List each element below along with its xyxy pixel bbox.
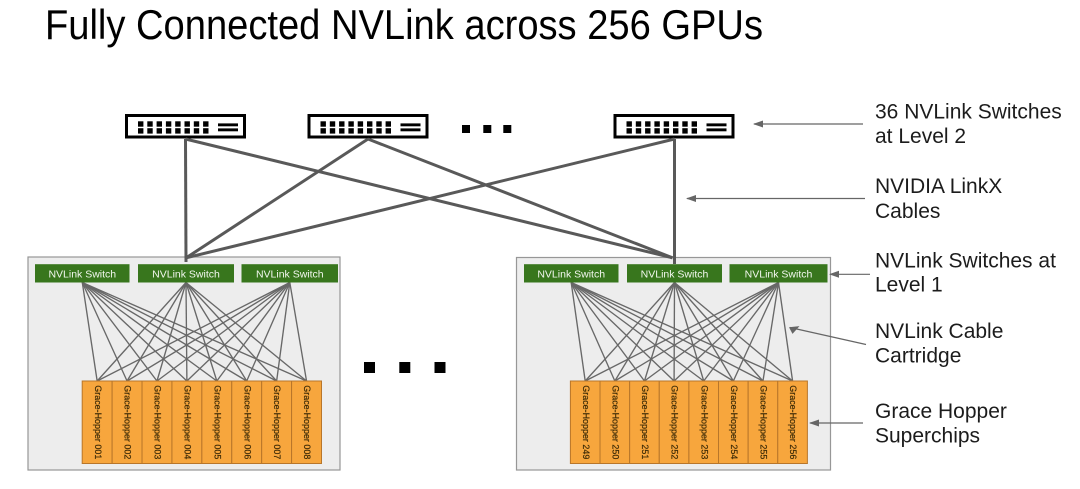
svg-text:NVLink Switch: NVLink Switch xyxy=(641,268,709,280)
svg-text:at Level 2: at Level 2 xyxy=(875,125,966,148)
svg-text:Grace-Hopper 249: Grace-Hopper 249 xyxy=(580,385,591,459)
svg-text:Fully Connected NVLink across: Fully Connected NVLink across 256 GPUs xyxy=(45,1,763,48)
svg-text:Grace-Hopper 252: Grace-Hopper 252 xyxy=(669,385,680,459)
svg-text:Grace-Hopper 008: Grace-Hopper 008 xyxy=(301,385,312,459)
svg-text:Grace-Hopper 253: Grace-Hopper 253 xyxy=(698,385,709,459)
svg-text:NVLink Cable: NVLink Cable xyxy=(875,320,1003,343)
svg-text:36 NVLink Switches: 36 NVLink Switches xyxy=(875,100,1062,123)
svg-text:Grace-Hopper 251: Grace-Hopper 251 xyxy=(639,385,650,459)
svg-text:Grace-Hopper 250: Grace-Hopper 250 xyxy=(609,385,620,459)
svg-text:Grace-Hopper 004: Grace-Hopper 004 xyxy=(181,385,192,459)
svg-text:NVLink Switch: NVLink Switch xyxy=(48,268,116,280)
svg-text:Grace-Hopper 256: Grace-Hopper 256 xyxy=(787,385,798,459)
svg-text:Grace-Hopper 002: Grace-Hopper 002 xyxy=(122,385,133,459)
svg-text:NVIDIA LinkX: NVIDIA LinkX xyxy=(875,175,1002,198)
svg-text:NVLink Switch: NVLink Switch xyxy=(256,268,324,280)
svg-text:Cartridge: Cartridge xyxy=(875,344,961,367)
svg-text:Grace-Hopper 006: Grace-Hopper 006 xyxy=(241,385,252,459)
svg-text:NVLink Switch: NVLink Switch xyxy=(152,268,220,280)
svg-text:Grace-Hopper 254: Grace-Hopper 254 xyxy=(728,385,739,459)
svg-text:NVLink Switch: NVLink Switch xyxy=(537,268,605,280)
svg-text:Level 1: Level 1 xyxy=(875,274,943,297)
svg-text:Superchips: Superchips xyxy=(875,425,980,448)
svg-text:Grace Hopper: Grace Hopper xyxy=(875,400,1007,423)
svg-text:NVLink Switches at: NVLink Switches at xyxy=(875,249,1056,272)
svg-text:Cables: Cables xyxy=(875,200,940,223)
svg-text:Grace-Hopper 255: Grace-Hopper 255 xyxy=(758,385,769,459)
svg-text:Grace-Hopper 005: Grace-Hopper 005 xyxy=(211,385,222,459)
svg-text:Grace-Hopper 007: Grace-Hopper 007 xyxy=(271,385,282,459)
svg-text:NVLink Switch: NVLink Switch xyxy=(745,268,813,280)
svg-text:Grace-Hopper 003: Grace-Hopper 003 xyxy=(152,385,163,459)
svg-text:Grace-Hopper 001: Grace-Hopper 001 xyxy=(92,385,103,459)
